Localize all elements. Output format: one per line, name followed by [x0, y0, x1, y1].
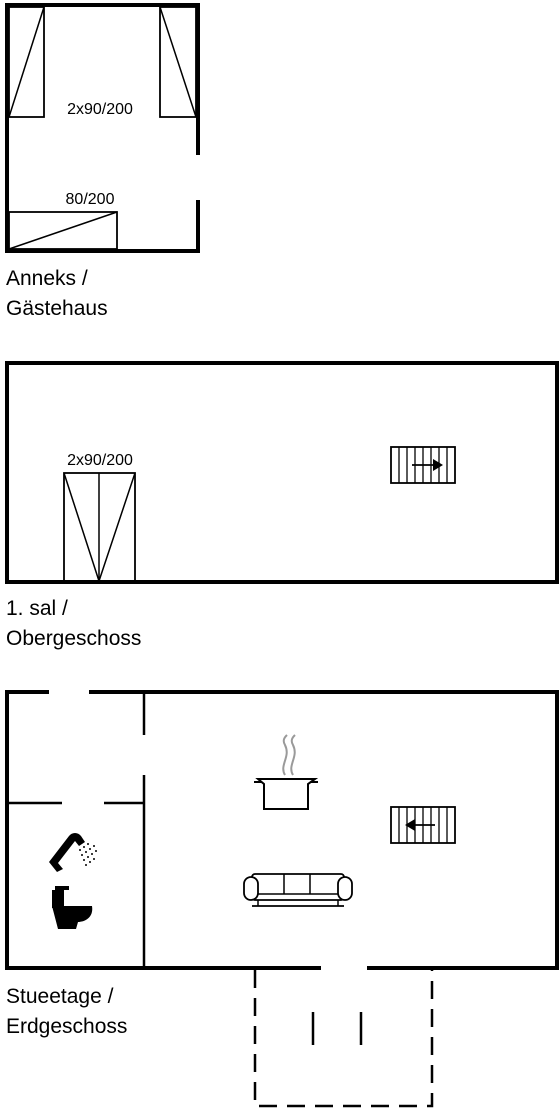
annex-bed-single-label: 80/200: [66, 191, 115, 208]
terrace-outline: [253, 970, 434, 1108]
annex-bed-top-right: [159, 6, 197, 118]
toilet-icon: [52, 886, 93, 929]
ground-floor-caption-line1: Stueetage /: [6, 985, 114, 1008]
first-floor-caption-line1: 1. sal /: [6, 597, 68, 620]
annex-plan: 2x90/200 80/200: [5, 3, 200, 253]
sofa-icon: [243, 873, 353, 907]
cooking-pot-icon: [254, 734, 319, 810]
first-floor-bed: [63, 472, 136, 582]
annex-bed-bottom: [8, 211, 118, 250]
annex-caption-line2: Gästehaus: [6, 297, 108, 320]
stairs-icon: [390, 446, 456, 484]
first-floor-caption-line2: Obergeschoss: [6, 627, 141, 650]
first-floor-walls: [5, 361, 559, 584]
first-floor-plan: 2x90/200: [5, 361, 559, 584]
first-floor-bed-label: 2x90/200: [67, 452, 133, 469]
ground-floor-walls: [5, 690, 559, 970]
ground-floor-caption-line2: Erdgeschoss: [6, 1015, 127, 1038]
annex-bed-top-left: [8, 6, 45, 118]
shower-icon: [49, 833, 97, 872]
annex-walls: [5, 3, 200, 253]
stairs-icon: [390, 806, 456, 844]
annex-caption-line1: Anneks /: [6, 267, 88, 290]
annex-bed-double-label: 2x90/200: [67, 101, 133, 118]
ground-floor-plan: [5, 690, 559, 1108]
